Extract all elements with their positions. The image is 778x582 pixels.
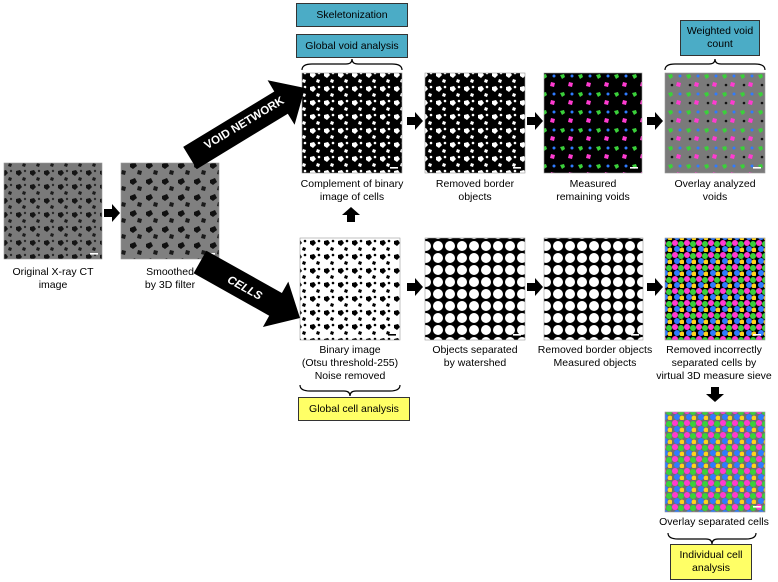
brace-void-analysis xyxy=(301,58,403,71)
label-smoothed-line1: Smoothed xyxy=(146,266,194,278)
arrow-void-network xyxy=(183,80,305,170)
label-smoothed-line2: by 3D filter xyxy=(144,279,196,291)
image-colored-cells-on-gray xyxy=(664,411,766,513)
panel-measured-voids xyxy=(544,73,642,173)
image-grayscale-ct-slice-smoothed xyxy=(120,162,220,260)
label-binary-line3: Noise removed xyxy=(314,370,386,382)
label-complement: Complement of binary image of cells xyxy=(282,178,422,204)
label-measured-objects-line1: Removed border objects xyxy=(537,344,653,356)
individual-cell-analysis-line1: Individual cell xyxy=(679,549,743,561)
panel-watershed xyxy=(425,238,525,340)
label-overlay-voids: Overlay analyzed voids xyxy=(655,178,775,204)
label-removed-border-void-line2: objects xyxy=(458,191,492,203)
panel-original xyxy=(4,163,102,259)
label-sieve-line1: Removed incorrectly xyxy=(666,344,762,356)
arrow-watershed-to-measured-objects xyxy=(527,278,543,296)
label-measured-voids: Measured remaining voids xyxy=(533,178,653,204)
image-colored-voids-on-black xyxy=(543,72,643,174)
label-binary-line1: Binary image xyxy=(319,344,381,356)
scale-bar-icon xyxy=(753,506,761,508)
image-grayscale-ct-slice xyxy=(3,162,103,260)
scale-bar-icon xyxy=(513,334,521,336)
arrow-measured-to-overlay-voids xyxy=(647,112,663,130)
image-cells-border-removed xyxy=(543,237,644,341)
arrow-cells xyxy=(193,250,300,327)
panel-smoothed xyxy=(121,163,219,259)
skeletonization-text: Skeletonization xyxy=(316,8,388,21)
label-original-line2: image xyxy=(38,279,68,291)
scale-bar-icon xyxy=(90,253,98,255)
label-binary: Binary image (Otsu threshold-255) Noise … xyxy=(285,344,415,383)
label-smoothed: Smoothed by 3D filter xyxy=(121,266,219,292)
label-overlay-voids-line2: voids xyxy=(702,191,728,203)
label-sieve: Removed incorrectly separated cells by v… xyxy=(652,344,776,383)
label-complement-line2: image of cells xyxy=(319,191,385,203)
label-watershed-line2: by watershed xyxy=(443,357,507,369)
scale-bar-icon xyxy=(513,167,521,169)
void-network-branch-label: VOID NETWORK xyxy=(202,95,287,152)
label-original-line1: Original X-ray CT xyxy=(12,266,94,278)
arrow-sieve-to-overlay-cells xyxy=(706,387,724,402)
scale-bar-icon xyxy=(753,334,761,336)
global-cell-analysis-box: Global cell analysis xyxy=(298,397,410,421)
scale-bar-icon xyxy=(388,334,396,336)
label-measured-objects-line2: Measured objects xyxy=(553,357,637,369)
label-measured-voids-line1: Measured xyxy=(569,178,617,190)
label-original: Original X-ray CT image xyxy=(4,266,102,292)
label-measured-objects: Removed border objects Measured objects xyxy=(530,344,660,370)
brace-weighted-void xyxy=(664,58,766,71)
arrow-binary-to-complement xyxy=(342,207,360,222)
label-overlay-voids-line1: Overlay analyzed xyxy=(674,178,756,190)
scale-bar-icon xyxy=(753,167,761,169)
individual-cell-analysis-box: Individual cell analysis xyxy=(670,544,752,580)
weighted-void-count-line1: Weighted void xyxy=(686,25,754,37)
global-void-analysis-box: Global void analysis xyxy=(296,34,408,58)
label-complement-line1: Complement of binary xyxy=(300,178,404,190)
label-binary-line2: (Otsu threshold-255) xyxy=(301,357,399,369)
label-sieve-line2: separated cells by xyxy=(671,357,757,369)
scale-bar-icon xyxy=(631,334,639,336)
global-cell-analysis-text: Global cell analysis xyxy=(309,402,399,415)
skeletonization-box: Skeletonization xyxy=(296,3,408,27)
weighted-void-count-box: Weighted void count xyxy=(680,20,760,56)
label-watershed-line1: Objects separated xyxy=(432,344,518,356)
label-overlay-cells-line1: Overlay separated cells xyxy=(659,516,769,528)
brace-cell-analysis xyxy=(299,384,401,397)
arrow-binary-to-watershed xyxy=(407,278,423,296)
panel-removed-border-void xyxy=(425,73,525,173)
arrow-border-to-measured-voids xyxy=(527,112,543,130)
panel-binary xyxy=(300,238,400,340)
image-binary-voids-border-removed xyxy=(424,72,526,174)
scale-bar-icon xyxy=(630,167,638,169)
panel-complement xyxy=(302,73,402,173)
image-watershed-cells xyxy=(424,237,526,341)
panel-sieve xyxy=(665,238,765,340)
scale-bar-icon xyxy=(390,167,398,169)
panel-overlay-voids xyxy=(665,73,765,173)
arrow-original-to-smoothed xyxy=(104,204,120,222)
panel-overlay-cells xyxy=(665,412,765,512)
image-binary-voids-white-on-black xyxy=(301,72,403,174)
label-watershed: Objects separated by watershed xyxy=(415,344,535,370)
global-void-analysis-text: Global void analysis xyxy=(305,39,399,52)
label-removed-border-void: Removed border objects xyxy=(415,178,535,204)
arrow-complement-to-border xyxy=(407,112,423,130)
label-sieve-line3: virtual 3D measure sieve xyxy=(656,370,772,382)
brace-individual-cell xyxy=(667,532,757,545)
label-measured-voids-line2: remaining voids xyxy=(556,191,630,203)
label-removed-border-void-line1: Removed border xyxy=(435,178,515,190)
image-colored-voids-on-gray xyxy=(664,72,766,174)
label-overlay-cells: Overlay separated cells xyxy=(652,516,776,529)
individual-cell-analysis-line2: analysis xyxy=(692,562,730,574)
weighted-void-count-line2: count xyxy=(707,38,733,50)
image-binary-cells-black-on-white xyxy=(299,237,401,341)
image-colored-cells-on-black xyxy=(664,237,766,341)
arrow-measured-to-sieve xyxy=(647,278,663,296)
panel-measured-objects xyxy=(544,238,643,340)
